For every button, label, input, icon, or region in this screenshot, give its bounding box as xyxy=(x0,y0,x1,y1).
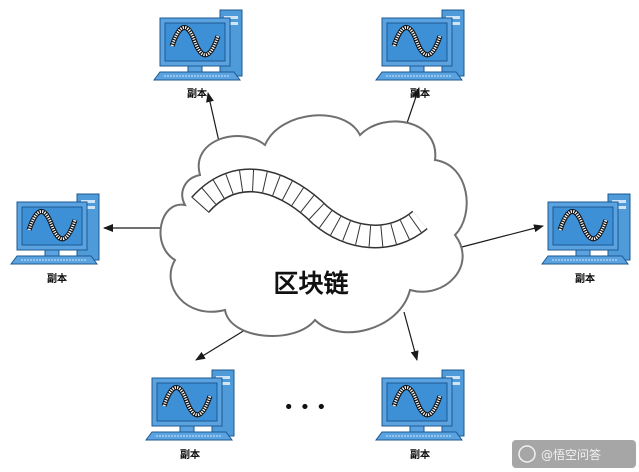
replica-label: 副本 xyxy=(410,87,431,100)
replica-label: 副本 xyxy=(187,87,208,100)
replica-computer-top-right: 副本 xyxy=(376,10,464,100)
replica-label: 副本 xyxy=(47,272,68,285)
link-arrow-right xyxy=(457,224,544,249)
watermark: @悟空问答 xyxy=(512,440,636,468)
replica-computer-top-left: 副本 xyxy=(154,10,242,100)
block-chain-band xyxy=(191,168,428,249)
replica-computer-bottom-right: 副本 xyxy=(376,370,464,461)
more-nodes-ellipsis: • • • xyxy=(283,397,326,418)
replica-computer-bottom-left: 副本 xyxy=(146,370,234,461)
watermark-text: @悟空问答 xyxy=(541,447,601,462)
replica-label: 副本 xyxy=(575,272,596,285)
replica-label: 副本 xyxy=(410,448,431,461)
link-arrow-bottom-left xyxy=(195,329,246,361)
link-arrow-top-right xyxy=(405,87,420,127)
replica-computer-left: 副本 xyxy=(11,194,99,285)
replica-label: 副本 xyxy=(180,448,201,461)
replica-computer-right: 副本 xyxy=(542,194,630,285)
link-arrow-bottom-right xyxy=(403,311,419,361)
blockchain-label: 区块链 xyxy=(273,269,348,298)
